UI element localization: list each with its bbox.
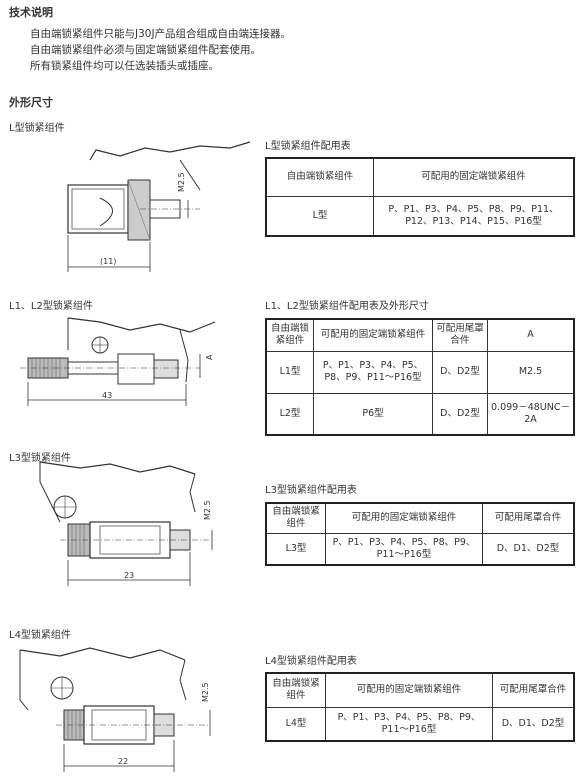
table-cell: P、P1、P3、P4、P5、P8、P9、P11、P12、P13、P14、P15、… bbox=[373, 195, 575, 237]
table-header: 可配用尾罩合件 bbox=[482, 502, 575, 534]
l12-type-table: 自由端锁紧组件 可配用的固定端锁紧组件 可配用尾罩合件 A L1型 P、P1、P… bbox=[265, 318, 575, 436]
l12-length-dim: 43 bbox=[102, 391, 112, 400]
l-type-label: L型锁紧组件 bbox=[9, 123, 65, 134]
l3-length-dim: 23 bbox=[124, 571, 134, 580]
table-header: 可配用尾罩合件 bbox=[492, 672, 575, 708]
l4-table-title: L4型锁紧组件配用表 bbox=[265, 656, 357, 667]
table-header: 可配用的固定端锁紧组件 bbox=[373, 157, 575, 197]
table-cell: P、P1、P3、P4、P5、P8、P9、P11～P16型 bbox=[325, 706, 493, 742]
table-cell: P6型 bbox=[313, 392, 433, 436]
table-cell: M2.5 bbox=[487, 350, 575, 394]
table-header: A bbox=[487, 318, 575, 352]
table-cell: P、P1、P3、P4、P5、P8、P9、P11～P16型 bbox=[313, 350, 433, 394]
tech-note-line-1: 自由端锁紧组件只能与J30J产品组合组成自由端连接器。 bbox=[30, 28, 292, 40]
table-cell: 0.099－48UNC－2A bbox=[487, 392, 575, 436]
l-table-title: L型锁紧组件配用表 bbox=[265, 141, 351, 152]
table-cell: D、D2型 bbox=[432, 392, 488, 436]
dimensions-title: 外形尺寸 bbox=[9, 96, 53, 109]
l12-type-drawing: 43 A bbox=[20, 317, 216, 406]
l-type-drawing: (11) M2.5 bbox=[67, 141, 251, 272]
l3-thread-dim: M2.5 bbox=[203, 500, 212, 520]
table-cell: D、D1、D2型 bbox=[482, 532, 575, 566]
table-header: 可配用的固定端锁紧组件 bbox=[313, 318, 433, 352]
l-thread-dim: M2.5 bbox=[177, 172, 186, 192]
table-cell: L2型 bbox=[265, 392, 314, 436]
l3-table-title: L3型锁紧组件配用表 bbox=[265, 485, 357, 496]
table-header: 自由端锁紧组件 bbox=[265, 672, 326, 708]
l4-thread-dim: M2.5 bbox=[201, 682, 210, 702]
l3-type-table: 自由端锁紧组件 可配用的固定端锁紧组件 可配用尾罩合件 L3型 P、P1、P3、… bbox=[265, 502, 575, 566]
tech-note-line-2: 自由端锁紧组件必须与固定端锁紧组件配套使用。 bbox=[30, 44, 261, 56]
table-cell: L型 bbox=[265, 195, 374, 237]
table-cell: L3型 bbox=[265, 532, 326, 566]
table-header: 自由端锁紧组件 bbox=[265, 502, 326, 534]
l12-table-title: L1、L2型锁紧组件配用表及外形尺寸 bbox=[265, 301, 429, 312]
tech-note-line-3: 所有锁紧组件均可以任选装插头或插座。 bbox=[30, 60, 219, 72]
table-cell: D、D1、D2型 bbox=[492, 706, 575, 742]
l12-type-label: L1、L2型锁紧组件 bbox=[9, 301, 93, 312]
tech-notes-title: 技术说明 bbox=[9, 6, 53, 19]
table-header: 可配用的固定端锁紧组件 bbox=[325, 672, 493, 708]
l4-length-dim: 22 bbox=[118, 757, 128, 766]
table-cell: P、P1、P3、P4、P5、P8、P9、P11～P16型 bbox=[325, 532, 483, 566]
l-type-table: 自由端锁紧组件 可配用的固定端锁紧组件 L型 P、P1、P3、P4、P5、P8、… bbox=[265, 157, 575, 237]
l12-a-dim: A bbox=[205, 354, 214, 360]
l4-type-table: 自由端锁紧组件 可配用的固定端锁紧组件 可配用尾罩合件 L4型 P、P1、P3、… bbox=[265, 672, 575, 742]
l3-type-drawing: 23 M2.5 bbox=[39, 461, 213, 586]
table-header: 自由端锁紧组件 bbox=[265, 318, 314, 352]
table-cell: L4型 bbox=[265, 706, 326, 742]
l4-type-drawing: 22 M2.5 bbox=[19, 647, 211, 772]
table-cell: L1型 bbox=[265, 350, 314, 394]
table-header: 可配用的固定端锁紧组件 bbox=[325, 502, 483, 534]
l3-type-label: L3型锁紧组件 bbox=[9, 453, 71, 464]
table-header: 自由端锁紧组件 bbox=[265, 157, 374, 197]
l4-type-label: L4型锁紧组件 bbox=[9, 630, 71, 641]
l-length-dim: (11) bbox=[100, 257, 116, 266]
table-cell: D、D2型 bbox=[432, 350, 488, 394]
table-header: 可配用尾罩合件 bbox=[432, 318, 488, 352]
